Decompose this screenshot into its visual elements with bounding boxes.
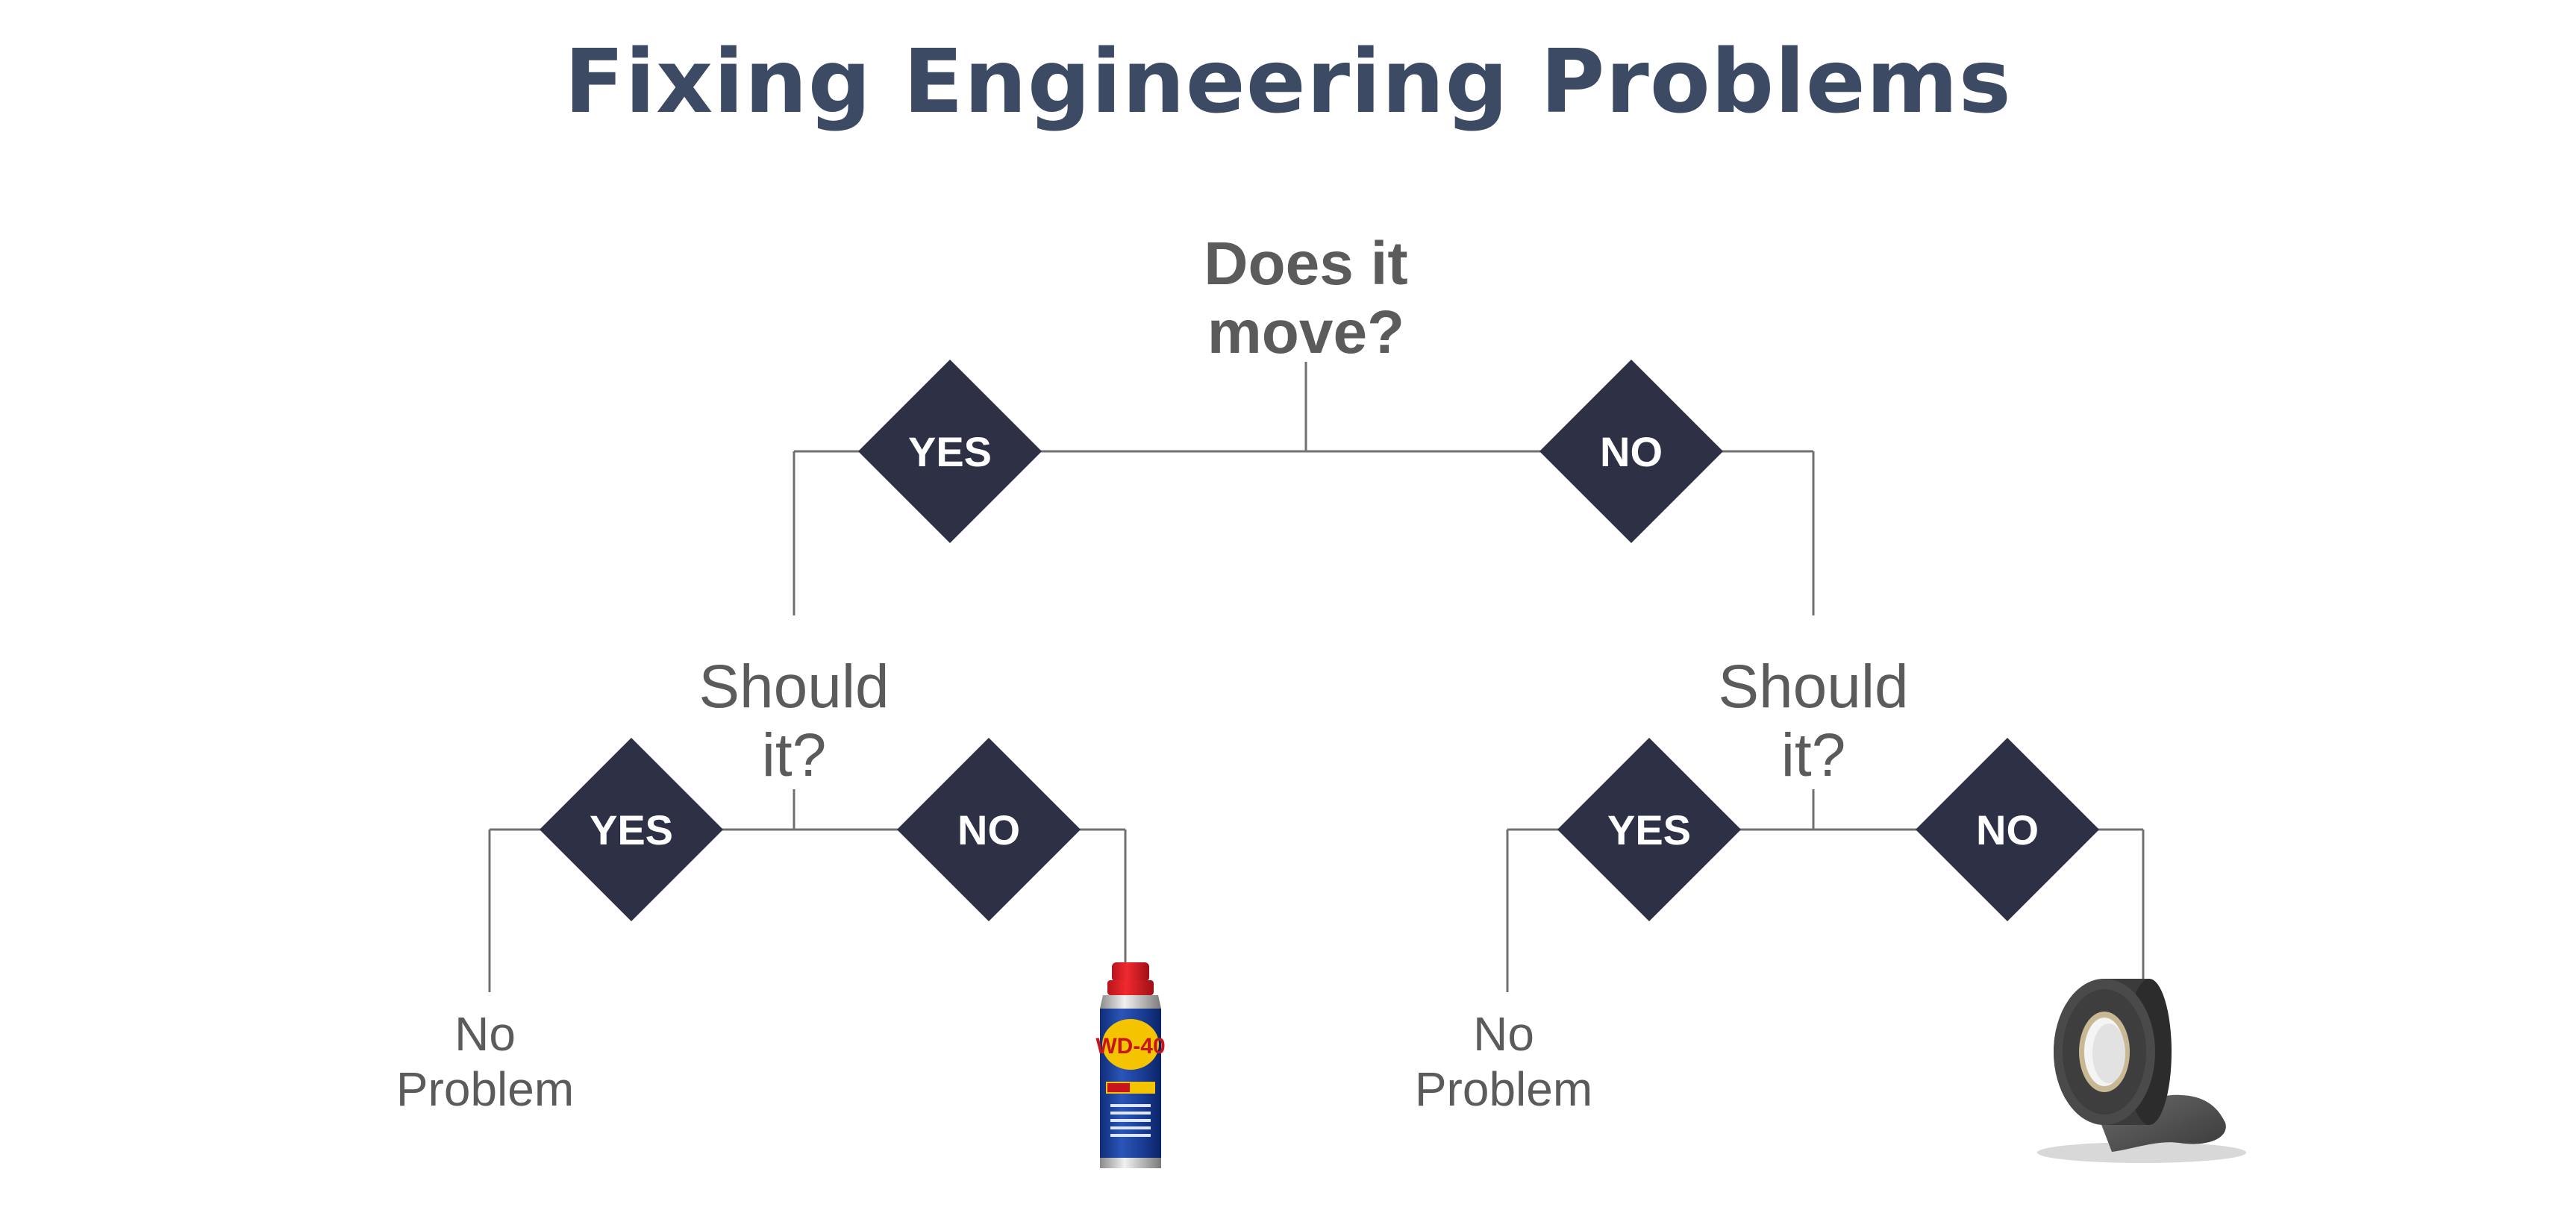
svg-text:NO: NO: [1976, 806, 2039, 853]
svg-text:YES: YES: [590, 806, 673, 853]
svg-text:NO: NO: [957, 806, 1020, 853]
right-sub-question-line1: Should: [1718, 653, 1909, 721]
outcome-line1: No: [1473, 1007, 1534, 1061]
root-question: Does it move?: [1082, 230, 1530, 367]
outcome-line2: Problem: [396, 1062, 575, 1116]
svg-text:WD-40: WD-40: [1095, 1034, 1165, 1059]
right-sub-question-line2: it?: [1781, 721, 1846, 789]
root-question-line1: Does it: [1204, 230, 1408, 298]
left-sub-question-line2: it?: [761, 721, 827, 789]
outcome-line1: No: [454, 1007, 516, 1061]
page-title: Fixing Engineering Problems: [564, 30, 2012, 133]
root-question-line2: move?: [1207, 298, 1405, 366]
left-sub-question: Should it?: [645, 653, 943, 790]
svg-text:YES: YES: [908, 428, 992, 475]
left-outcome-no-problem: No Problem: [336, 1007, 634, 1117]
wd40-spray-can-icon: WD-40: [1095, 962, 1166, 1168]
right-outcome-no-problem: No Problem: [1354, 1007, 1653, 1117]
decision-diamond-yes: YES: [857, 359, 1042, 544]
svg-text:YES: YES: [1607, 806, 1691, 853]
svg-text:NO: NO: [1600, 428, 1663, 475]
duct-tape-roll-icon: [2037, 979, 2246, 1163]
decision-diamond-no: NO: [1539, 359, 1724, 544]
left-sub-question-line1: Should: [698, 653, 890, 721]
right-sub-question: Should it?: [1664, 653, 1963, 790]
outcome-line2: Problem: [1414, 1062, 1593, 1116]
